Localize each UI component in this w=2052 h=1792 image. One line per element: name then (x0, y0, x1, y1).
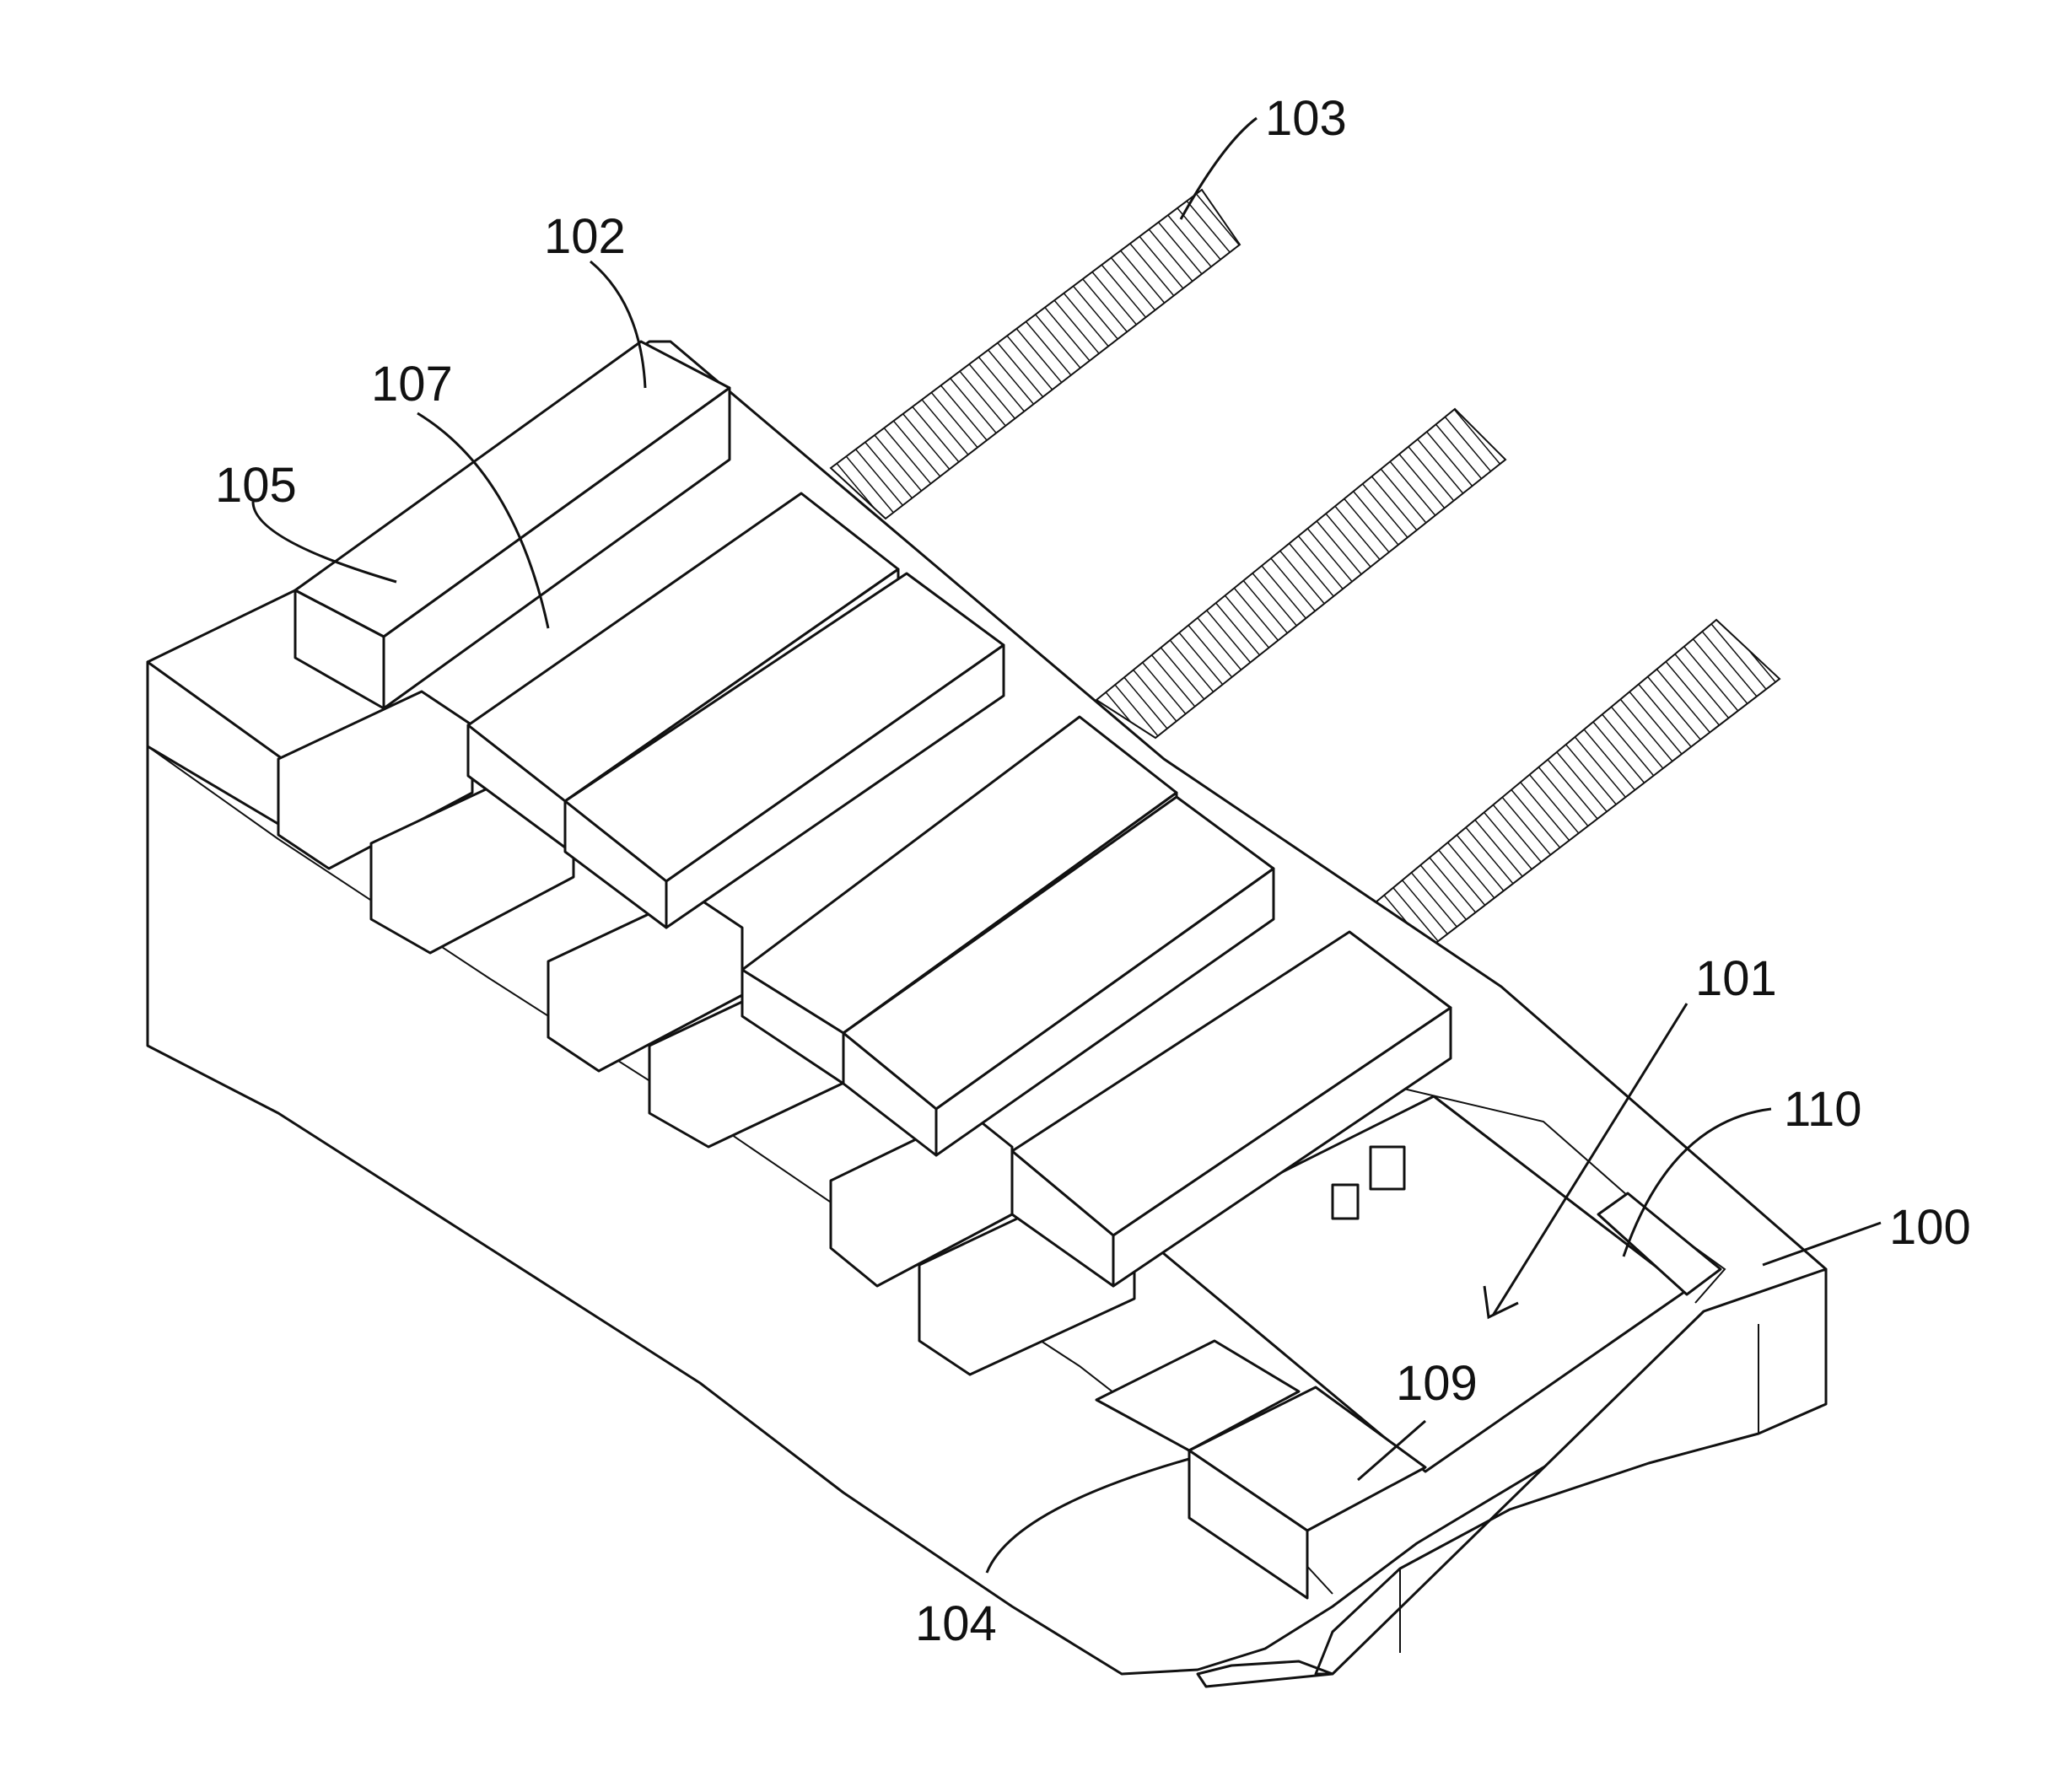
label-110: 110 (1784, 1082, 1861, 1137)
label-107: 107 (371, 357, 453, 412)
flat-cable-1 (831, 190, 1240, 519)
label-109: 109 (1396, 1356, 1478, 1411)
label-101: 101 (1695, 951, 1777, 1006)
flat-cable-2 (1096, 409, 1505, 738)
label-103: 103 (1265, 91, 1347, 146)
connector-block-2 (1333, 1185, 1358, 1219)
flat-cable-3 (1371, 620, 1780, 944)
label-105: 105 (215, 458, 297, 513)
label-100: 100 (1889, 1200, 1971, 1255)
connector-block (1371, 1147, 1404, 1189)
label-104: 104 (915, 1596, 997, 1651)
label-102: 102 (544, 209, 626, 264)
